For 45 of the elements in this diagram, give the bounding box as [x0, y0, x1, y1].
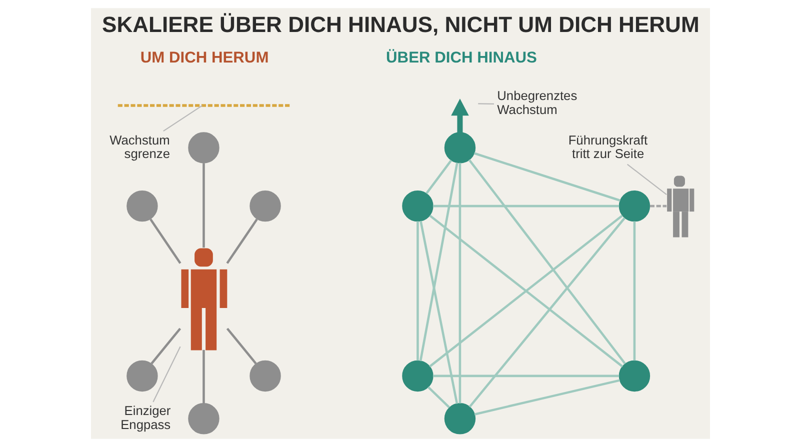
connector	[226, 218, 258, 264]
connector	[458, 162, 461, 404]
node-circle	[249, 360, 280, 392]
node-circle	[126, 360, 158, 392]
node-circle	[402, 190, 433, 222]
connector	[150, 328, 181, 364]
connector	[425, 160, 452, 194]
connector	[426, 386, 450, 408]
node-text: Wachstum sgrenze	[109, 132, 170, 162]
node-circle	[188, 403, 219, 434]
node-text: Unbegrenztes Wachstum	[496, 88, 577, 117]
connector	[473, 152, 620, 202]
connector	[474, 379, 620, 416]
node-text: Einziger Engpass	[120, 403, 170, 432]
node-line	[117, 104, 290, 107]
connector	[149, 218, 181, 264]
connector	[468, 159, 626, 364]
diagram-title: SKALIERE ÜBER DICH HINAUS, NICHT UM DICH HERUM	[102, 12, 699, 38]
connector	[419, 220, 458, 404]
node-circle	[444, 132, 476, 164]
connector	[226, 328, 256, 364]
connector	[432, 204, 619, 208]
connector	[162, 105, 202, 132]
node-circle	[188, 132, 219, 164]
connector	[202, 350, 204, 404]
node-circle	[444, 403, 476, 434]
node-circle	[126, 190, 158, 222]
node-circle	[618, 360, 650, 392]
connector	[418, 162, 458, 362]
connector	[626, 164, 666, 195]
connector	[432, 374, 619, 378]
connector	[468, 217, 626, 408]
connector	[478, 103, 494, 104]
node-circle	[402, 360, 433, 392]
node-text: Führungskraft tritt zur Seite	[568, 132, 648, 162]
arrow	[450, 98, 468, 133]
connector	[632, 221, 636, 361]
node-circle	[618, 190, 650, 222]
connector	[202, 163, 204, 248]
connector	[649, 204, 666, 208]
node-circle	[249, 190, 280, 222]
label: ÜBER DICH HINAUS	[386, 49, 536, 66]
connector	[416, 221, 418, 361]
connector	[152, 346, 180, 402]
label: UM DICH HERUM	[140, 49, 268, 66]
